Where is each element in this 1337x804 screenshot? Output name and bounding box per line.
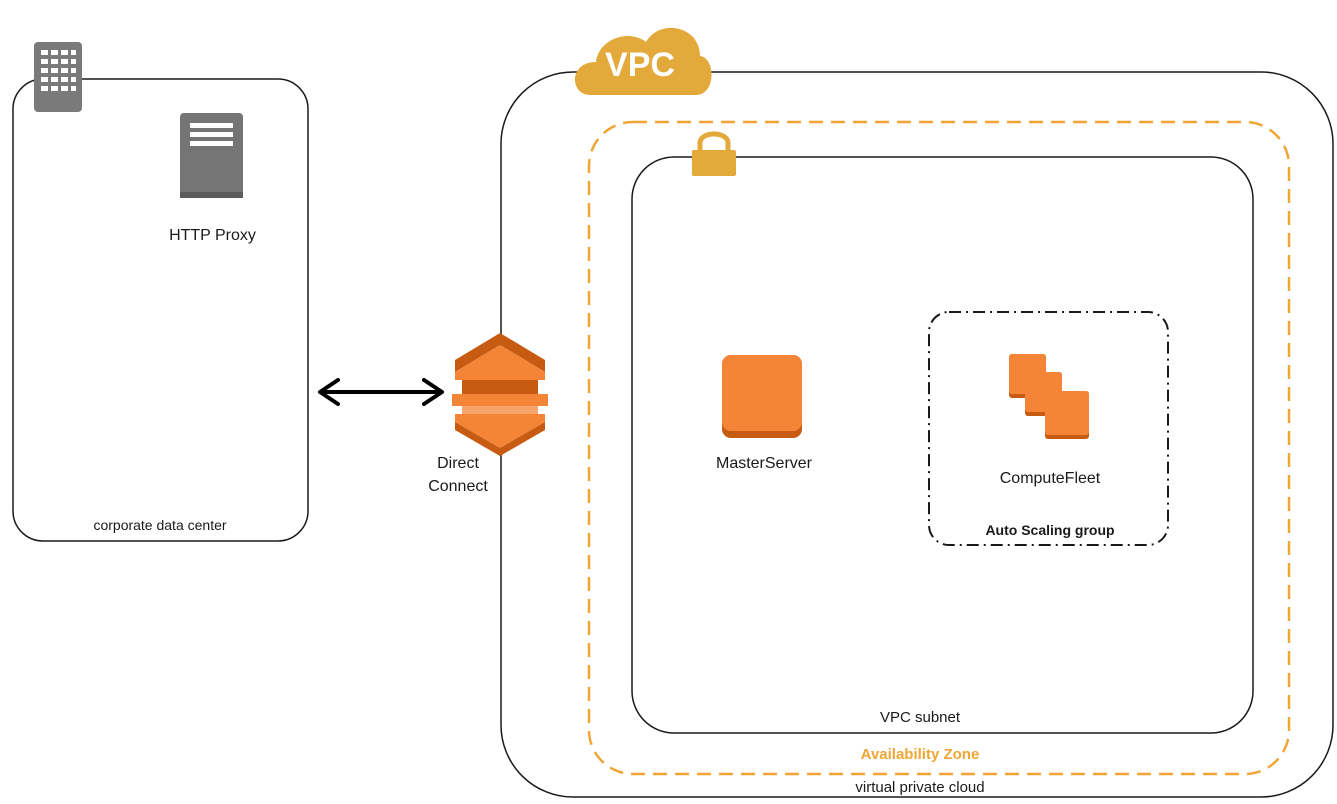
virtual-private-cloud-label: virtual private cloud [855, 779, 985, 796]
vpc-subnet-box [631, 156, 1254, 734]
direct-connect-label-line1: Direct [437, 455, 479, 472]
compute-fleet-label: ComputeFleet [999, 470, 1101, 487]
vpc-badge-label: VPC [605, 46, 675, 84]
direct-connect-label-line2: Connect [428, 478, 488, 495]
corporate-data-center-label: corporate data center [93, 517, 227, 533]
double-arrow-connector [318, 378, 444, 406]
master-server-label: MasterServer [715, 455, 813, 472]
lock-icon [692, 131, 736, 176]
corporate-data-center-box [12, 78, 309, 542]
compute-fleet-icon [1009, 354, 1089, 439]
building-icon [34, 42, 82, 112]
direct-connect-icon [452, 333, 548, 456]
auto-scaling-group-box [928, 311, 1169, 546]
auto-scaling-group-label: Auto Scaling group [985, 522, 1115, 538]
instance-icon [722, 355, 802, 438]
vpc-cloud-icon [574, 27, 712, 95]
availability-zone-box [587, 120, 1291, 776]
server-icon [180, 113, 243, 198]
availability-zone-label: Availability Zone [860, 746, 980, 763]
http-proxy-label: HTTP Proxy [169, 227, 256, 244]
vpc-subnet-label: VPC subnet [879, 709, 961, 726]
